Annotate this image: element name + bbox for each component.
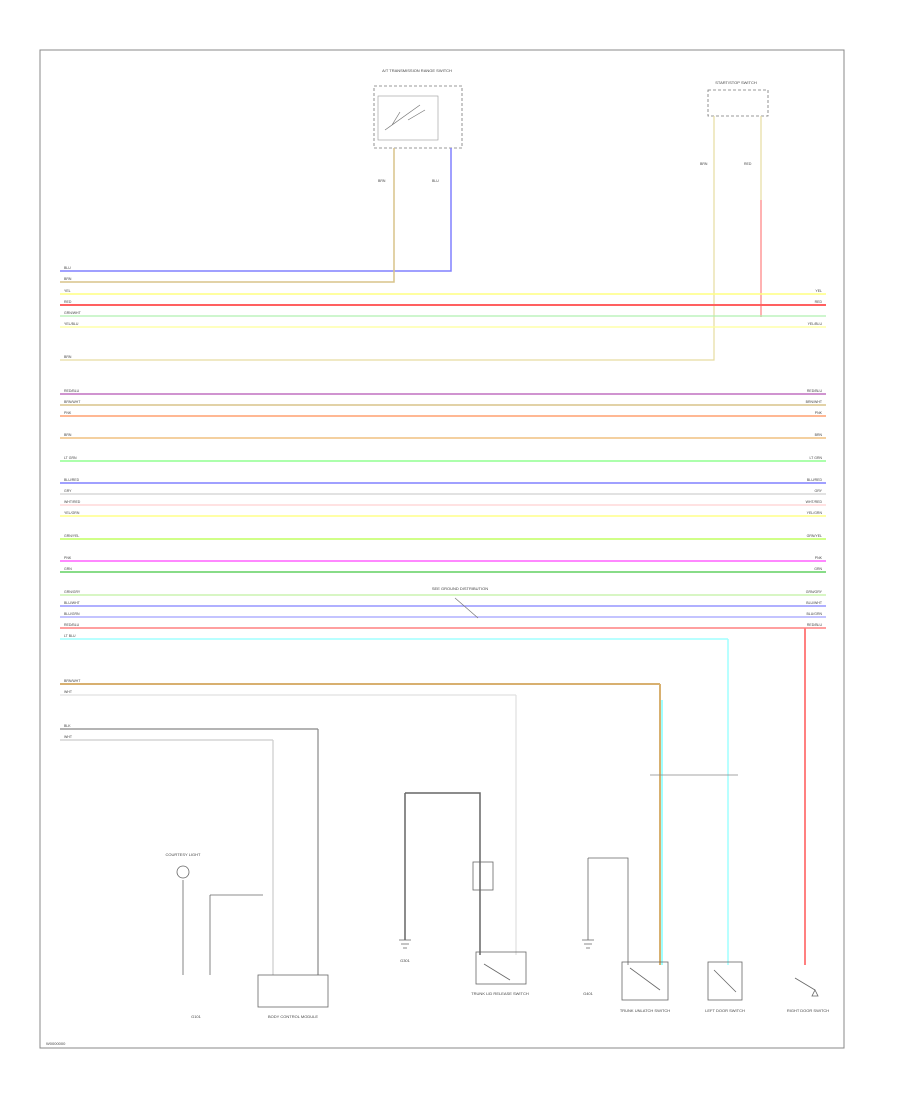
label-wht-2: WHT [64, 735, 73, 739]
label-lt-grn: LT GRN [64, 456, 77, 460]
sensor-title: A/T TRANSMISSION RANGE SWITCH [382, 68, 452, 73]
label-blu-grn: BLU/GRN [64, 612, 80, 616]
top-vertical-wires [60, 116, 762, 361]
sensor-wire-brn: BRN [378, 179, 386, 183]
rlabel-gry: GRY [814, 489, 822, 493]
label-wht-red: WHT/RED [64, 500, 81, 504]
label-brn-wht-2: BRN/WHT [64, 679, 81, 683]
diagram-border [39, 49, 845, 1049]
sensor-wire-blu: BLU [432, 179, 439, 183]
label-blk: BLK [64, 724, 71, 728]
lower-vertical-wires [182, 628, 806, 975]
rlabel-pnk-2: PNK [815, 556, 823, 560]
courtesy-light-label: COURTESY LIGHT [166, 852, 202, 857]
left-door-switch: LEFT DOOR SWITCH [705, 961, 745, 1013]
label-yel-grn: YEL/GRN [64, 511, 80, 515]
right-door-switch: RIGHT DOOR SWITCH [787, 977, 829, 1013]
label-red-blu: RED/BLU [64, 389, 80, 393]
label-red-blu-2: RED/BLU [64, 623, 80, 627]
label-lt-blu: LT BLU [64, 634, 76, 638]
rlabel-grn: GRN [814, 567, 822, 571]
label-yel: YEL [64, 289, 71, 293]
label-grn: GRN [64, 567, 72, 571]
label-brn-3: BRN [64, 433, 72, 437]
right-door-label: RIGHT DOOR SWITCH [787, 1008, 829, 1013]
trunk-lid-release-switch: TRUNK LID RELEASE SWITCH [471, 861, 529, 996]
rlabel-lt-grn: LT GRN [809, 456, 822, 460]
ground-g2-symbol: G301 [399, 939, 411, 963]
rlabel-brn-wht: BRN/WHT [806, 400, 823, 404]
label-gry: GRY [64, 489, 72, 493]
rlabel-red: RED [815, 300, 823, 304]
switch-wire-brn: BRN [700, 162, 708, 166]
rlabel-red-blu: RED/BLU [807, 389, 823, 393]
trunk-unlatch-label: TRUNK UNLATCH SWITCH [620, 1008, 670, 1013]
label-blu: BLU [64, 266, 71, 270]
rlabel-grn-yel: GRN/YEL [807, 534, 822, 538]
rlabel-yel: YEL [815, 289, 822, 293]
rlabel-wht-red: WHT/RED [806, 500, 823, 504]
rlabel-brn: BRN [815, 433, 823, 437]
rlabel-blu-wht: BLU/WHT [806, 601, 823, 605]
switch-title: START/STOP SWITCH [715, 80, 757, 85]
label-yel-blu: YEL/BLU [64, 322, 79, 326]
right-wire-labels: YEL RED YEL/BLU RED/BLU BRN/WHT PNK BRN … [806, 289, 823, 627]
ground-g2: G301 [400, 958, 411, 963]
label-grn-wht: GRN/WHT [64, 311, 82, 315]
rlabel-yel-blu: YEL/BLU [808, 322, 823, 326]
label-brn: BRN [64, 277, 72, 281]
label-brn-wht: BRN/WHT [64, 400, 81, 404]
rlabel-blu-red: BLU/RED [807, 478, 823, 482]
ground-g1: G101 [191, 1014, 202, 1019]
rlabel-grn-gry: GRN/GRY [806, 590, 823, 594]
label-grn-yel: GRN/YEL [64, 534, 79, 538]
rlabel-yel-grn: YEL/GRN [807, 511, 823, 515]
bcm-label: BODY CONTROL MODULE [268, 1014, 318, 1019]
left-wire-labels: BLU BRN YEL RED GRN/WHT YEL/BLU BRN RED/… [64, 266, 82, 739]
ground-g3: G401 [583, 991, 594, 996]
rlabel-red-blu-2: RED/BLU [807, 623, 823, 627]
transmission-range-sensor: A/T TRANSMISSION RANGE SWITCH BRN BLU [373, 68, 463, 183]
label-brn-2: BRN [64, 355, 72, 359]
ground-g3-symbol: G401 [582, 939, 594, 996]
label-blu-wht: BLU/WHT [64, 601, 81, 605]
splice-note-text: SEE GROUND DISTRIBUTION [432, 586, 488, 591]
label-grn-gry: GRN/GRY [64, 590, 81, 594]
label-red: RED [64, 300, 72, 304]
left-door-label: LEFT DOOR SWITCH [705, 1008, 745, 1013]
rlabel-blu-grn: BLU/GRN [806, 612, 822, 616]
start-stop-switch: START/STOP SWITCH BRN RED [700, 80, 769, 166]
courtesy-light: COURTESY LIGHT G101 [166, 852, 202, 1019]
label-pnk-2: PNK [64, 556, 72, 560]
bus-wires [60, 293, 826, 741]
trunk-unlatch-switch: TRUNK UNLATCH SWITCH [620, 961, 670, 1013]
label-wht: WHT [64, 690, 73, 694]
trunk-lid-label: TRUNK LID RELEASE SWITCH [471, 991, 529, 996]
label-blu-red: BLU/RED [64, 478, 80, 482]
label-pnk: PNK [64, 411, 72, 415]
splice-note: SEE GROUND DISTRIBUTION [432, 586, 488, 619]
footer-code: W0000000 [46, 1041, 66, 1046]
body-control-module: BODY CONTROL MODULE [257, 974, 329, 1019]
switch-wire-red: RED [744, 162, 752, 166]
rlabel-pnk: PNK [815, 411, 823, 415]
